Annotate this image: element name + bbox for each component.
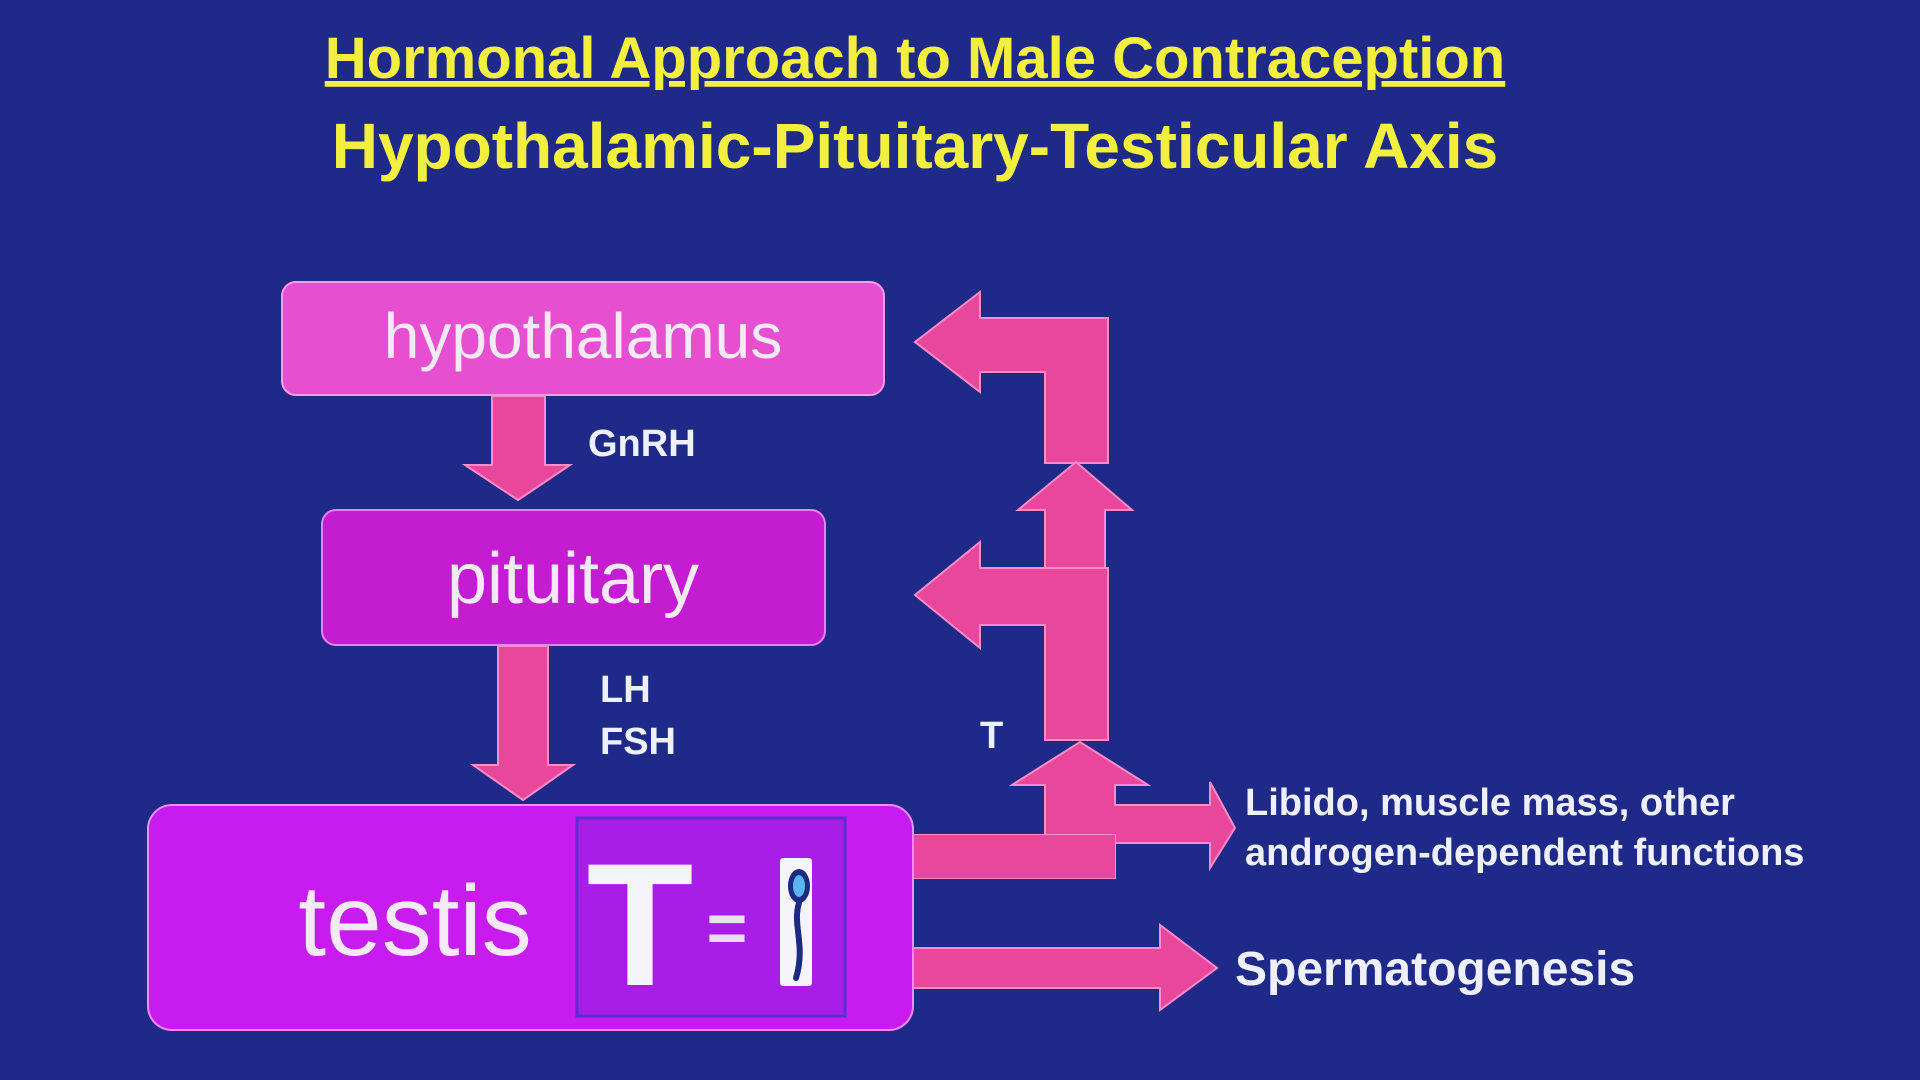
spermatogenesis-label: Spermatogenesis [1235,943,1635,996]
slide-title: Hormonal Approach to Male Contraception [325,26,1505,91]
testis-output-stub [913,835,1115,878]
gnrh-label: GnRH [588,423,696,465]
feedback-arrow-pituitary [913,539,1109,741]
lh-label: LH [600,669,651,711]
pituitary-box [321,509,826,646]
slide-subtitle: Hypothalamic-Pituitary-Testicular Axis [332,110,1499,182]
testis-label: testis [298,865,531,977]
androgen-functions-line1: Libido, muscle mass, other [1245,782,1735,824]
pituitary-label: pituitary [447,539,699,619]
hypothalamus-box [281,281,885,396]
androgen-functions-line2: androgen-dependent functions [1245,832,1804,874]
inset-equals-sign: = [707,889,748,967]
fsh-label: FSH [600,721,676,763]
lh-fsh-arrow [469,645,577,802]
inset-t-letter: T [587,828,694,1023]
gnrh-arrow [461,395,574,502]
sperm-icon [780,858,812,986]
testosterone-label: T [980,715,1003,757]
hypothalamus-label: hypothalamus [384,300,782,372]
feedback-arrow-hypothalamus [913,289,1109,464]
feedback-up-arrow-upper [1015,460,1135,569]
spermatogenesis-arrow [912,922,1219,1012]
